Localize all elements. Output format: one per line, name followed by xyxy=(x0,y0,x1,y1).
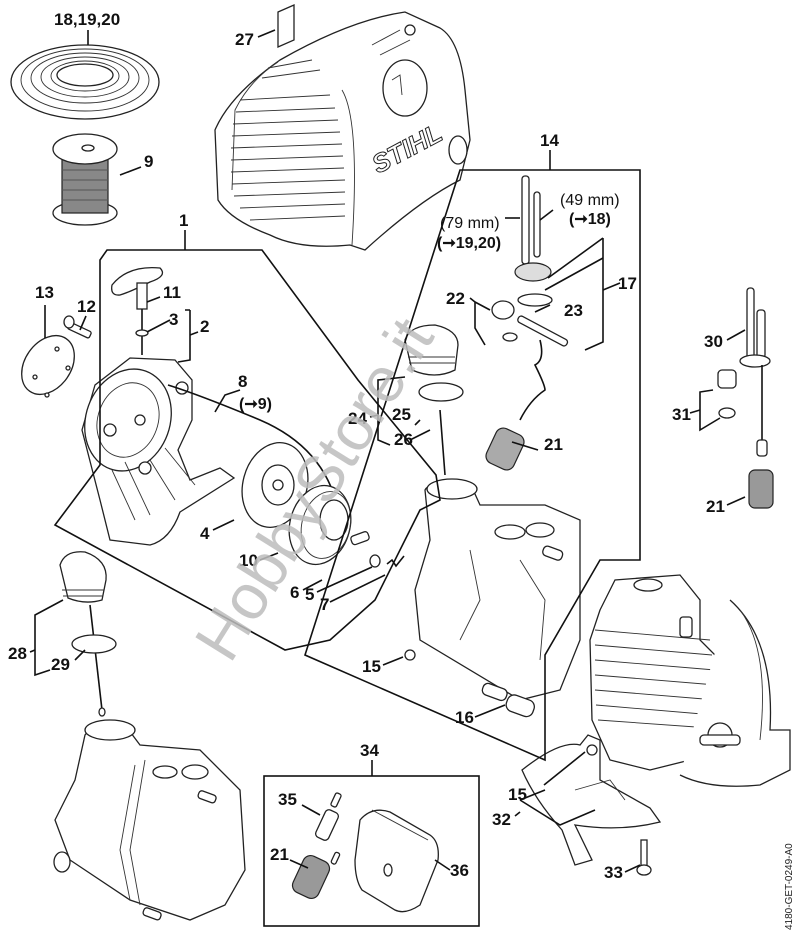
callout-11: 11 xyxy=(163,283,181,302)
starter-rope-spool-part xyxy=(52,133,118,226)
cover-plate-part xyxy=(21,335,75,398)
note-8-ref: (➞9) xyxy=(239,396,272,413)
screw-part-bottom xyxy=(636,839,652,876)
deflector-part xyxy=(521,734,662,866)
callout-31: 31 xyxy=(672,405,691,424)
rewind-spring-part xyxy=(10,44,160,120)
callout-21-tank: 21 xyxy=(544,435,563,454)
decal-part xyxy=(277,4,295,48)
grommet-part xyxy=(404,649,416,661)
callout-6: 6 xyxy=(290,583,299,602)
annotation-notes: (79 mm) (➞19,20) (49 mm) (➞18) (➞9) xyxy=(239,192,620,413)
callout-13: 13 xyxy=(35,283,54,302)
callout-16: 16 xyxy=(455,708,474,727)
callout-labels: 18,19,20 9 27 1 14 13 12 11 3 2 8 4 10 6… xyxy=(8,10,725,882)
callout-35: 35 xyxy=(278,790,297,809)
fan-housing-part xyxy=(81,357,236,546)
group-lines xyxy=(29,29,746,873)
spark-plug-part xyxy=(314,792,342,841)
callout-3: 3 xyxy=(169,310,178,329)
callout-21-kit: 21 xyxy=(270,845,289,864)
note-79mm-ref: (➞19,20) xyxy=(437,235,501,252)
fuel-tank-part xyxy=(414,478,581,702)
washer-part xyxy=(369,554,381,568)
callout-4: 4 xyxy=(200,524,210,543)
callout-14: 14 xyxy=(540,131,559,150)
note-49mm: (49 mm) xyxy=(560,192,620,209)
callout-1: 1 xyxy=(179,211,188,230)
air-filter-part xyxy=(354,809,439,913)
cap-with-strainer-part xyxy=(59,551,117,717)
callout-36: 36 xyxy=(450,861,469,880)
callout-18-19-20: 18,19,20 xyxy=(54,10,120,29)
callout-9: 9 xyxy=(144,152,153,171)
callout-23: 23 xyxy=(564,301,583,320)
callout-25: 25 xyxy=(392,405,411,424)
spacer-sleeve-part xyxy=(505,694,535,718)
rope-rotor-part xyxy=(241,441,309,529)
note-79mm: (79 mm) xyxy=(440,215,500,232)
fuel-filter-part xyxy=(291,851,341,900)
starter-rope-part xyxy=(167,384,341,521)
callout-17: 17 xyxy=(618,274,637,293)
fuel-line-set-part xyxy=(485,175,569,471)
tank-cap-part xyxy=(404,324,464,476)
callout-8: 8 xyxy=(238,372,247,391)
watermark: HobbyStore.it xyxy=(181,305,448,672)
callout-26: 26 xyxy=(394,430,413,449)
callout-2: 2 xyxy=(200,317,209,336)
engine-part xyxy=(589,574,791,787)
callout-34: 34 xyxy=(360,741,379,760)
callout-7: 7 xyxy=(320,595,329,614)
callout-24: 24 xyxy=(348,409,367,428)
note-49mm-ref: (➞18) xyxy=(569,211,611,228)
callout-30: 30 xyxy=(704,332,723,351)
callout-10: 10 xyxy=(239,551,258,570)
fuel-tank-alt-part xyxy=(53,719,246,921)
callout-12: 12 xyxy=(77,297,96,316)
callout-28: 28 xyxy=(8,644,27,663)
callout-22: 22 xyxy=(446,289,465,308)
callout-29: 29 xyxy=(51,655,70,674)
callout-15-tank: 15 xyxy=(362,657,381,676)
callout-5: 5 xyxy=(305,585,314,604)
engine-cover-part xyxy=(214,11,471,251)
callout-15-deflector: 15 xyxy=(508,785,527,804)
rope-rotor-pulley-part xyxy=(288,484,370,566)
fuel-pickup-assembly-part xyxy=(717,287,774,509)
callout-27: 27 xyxy=(235,30,254,49)
callout-21-right: 21 xyxy=(706,497,725,516)
starter-grip-part xyxy=(111,266,164,355)
drawing-code: 4180-GET-0249-A0 xyxy=(784,843,795,930)
screw-part xyxy=(63,315,92,339)
callout-33: 33 xyxy=(604,863,623,882)
callout-32: 32 xyxy=(492,810,511,829)
